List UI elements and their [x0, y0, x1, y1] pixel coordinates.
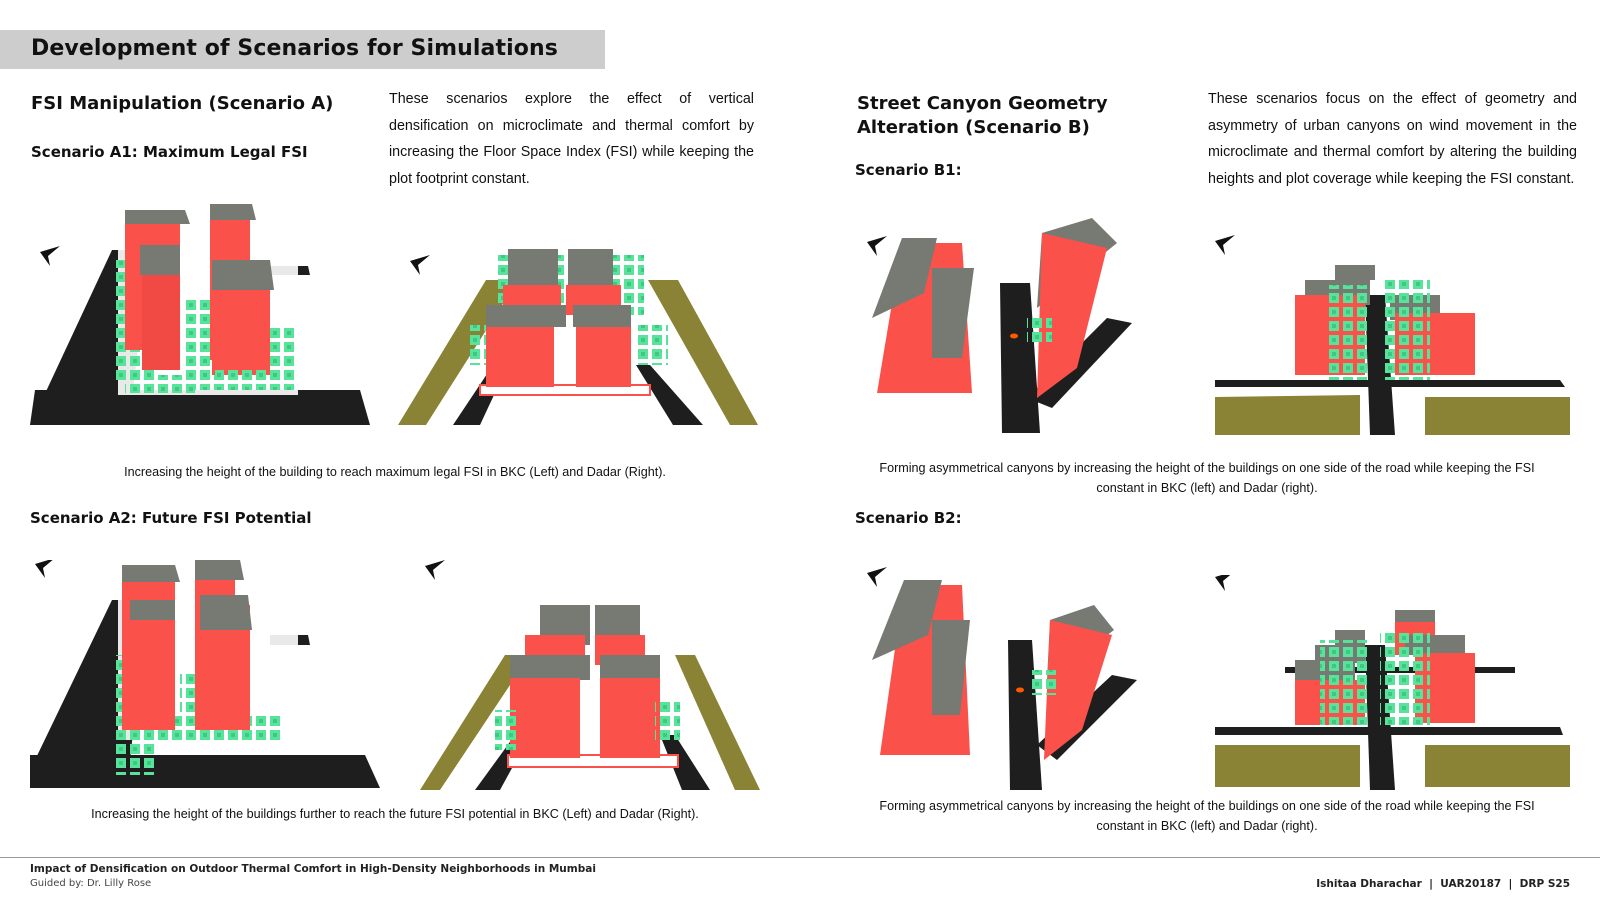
a2-caption: Increasing the height of the buildings f… [91, 807, 699, 821]
b1-dadar-model [1215, 235, 1570, 435]
page-title: Development of Scenarios for Simulations [31, 36, 558, 61]
title-band: Development of Scenarios for Simulations [0, 30, 605, 69]
a1-bkc-model [30, 204, 370, 425]
scenario-b2-heading: Scenario B2: [855, 509, 962, 527]
scenario-b1-heading: Scenario B1: [855, 161, 962, 179]
north-arrow-icon [425, 560, 445, 580]
a2-dadar-model [420, 560, 760, 790]
scenario-a-description: These scenarios explore the effect of ve… [389, 91, 754, 187]
scenario-a1-heading: Scenario A1: Maximum Legal FSI [31, 143, 308, 161]
footer-author: Ishitaa Dharachar | UAR20187 | DRP S25 [1316, 878, 1570, 890]
scenario-a-heading: FSI Manipulation (Scenario A) [31, 93, 334, 114]
b2-caption: Forming asymmetrical canyons by increasi… [879, 799, 1535, 833]
north-arrow-icon [35, 560, 55, 578]
scenario-b-heading: Street Canyon Geometry Alteration (Scena… [857, 93, 1108, 138]
footer-project-title: Impact of Densification on Outdoor Therm… [30, 863, 596, 875]
north-arrow-icon [1215, 235, 1235, 255]
b1-bkc-model [867, 218, 1132, 433]
north-arrow-icon [1215, 575, 1235, 591]
footer-divider [0, 857, 1600, 858]
north-arrow-icon [867, 567, 887, 587]
b1-caption: Forming asymmetrical canyons by increasi… [879, 461, 1535, 495]
scenario-a2-heading: Scenario A2: Future FSI Potential [30, 509, 312, 527]
footer-guide: Guided by: Dr. Lilly Rose [30, 878, 152, 889]
north-arrow-icon [410, 255, 430, 275]
north-arrow-icon [867, 236, 887, 256]
b2-dadar-model [1215, 575, 1570, 790]
a2-bkc-model [30, 560, 380, 788]
a1-dadar-model [398, 249, 758, 425]
a1-caption: Increasing the height of the building to… [124, 465, 666, 479]
north-arrow-icon [40, 246, 60, 266]
b2-bkc-model [867, 567, 1137, 790]
scenario-b-description: These scenarios focus on the effect of g… [1208, 91, 1577, 187]
